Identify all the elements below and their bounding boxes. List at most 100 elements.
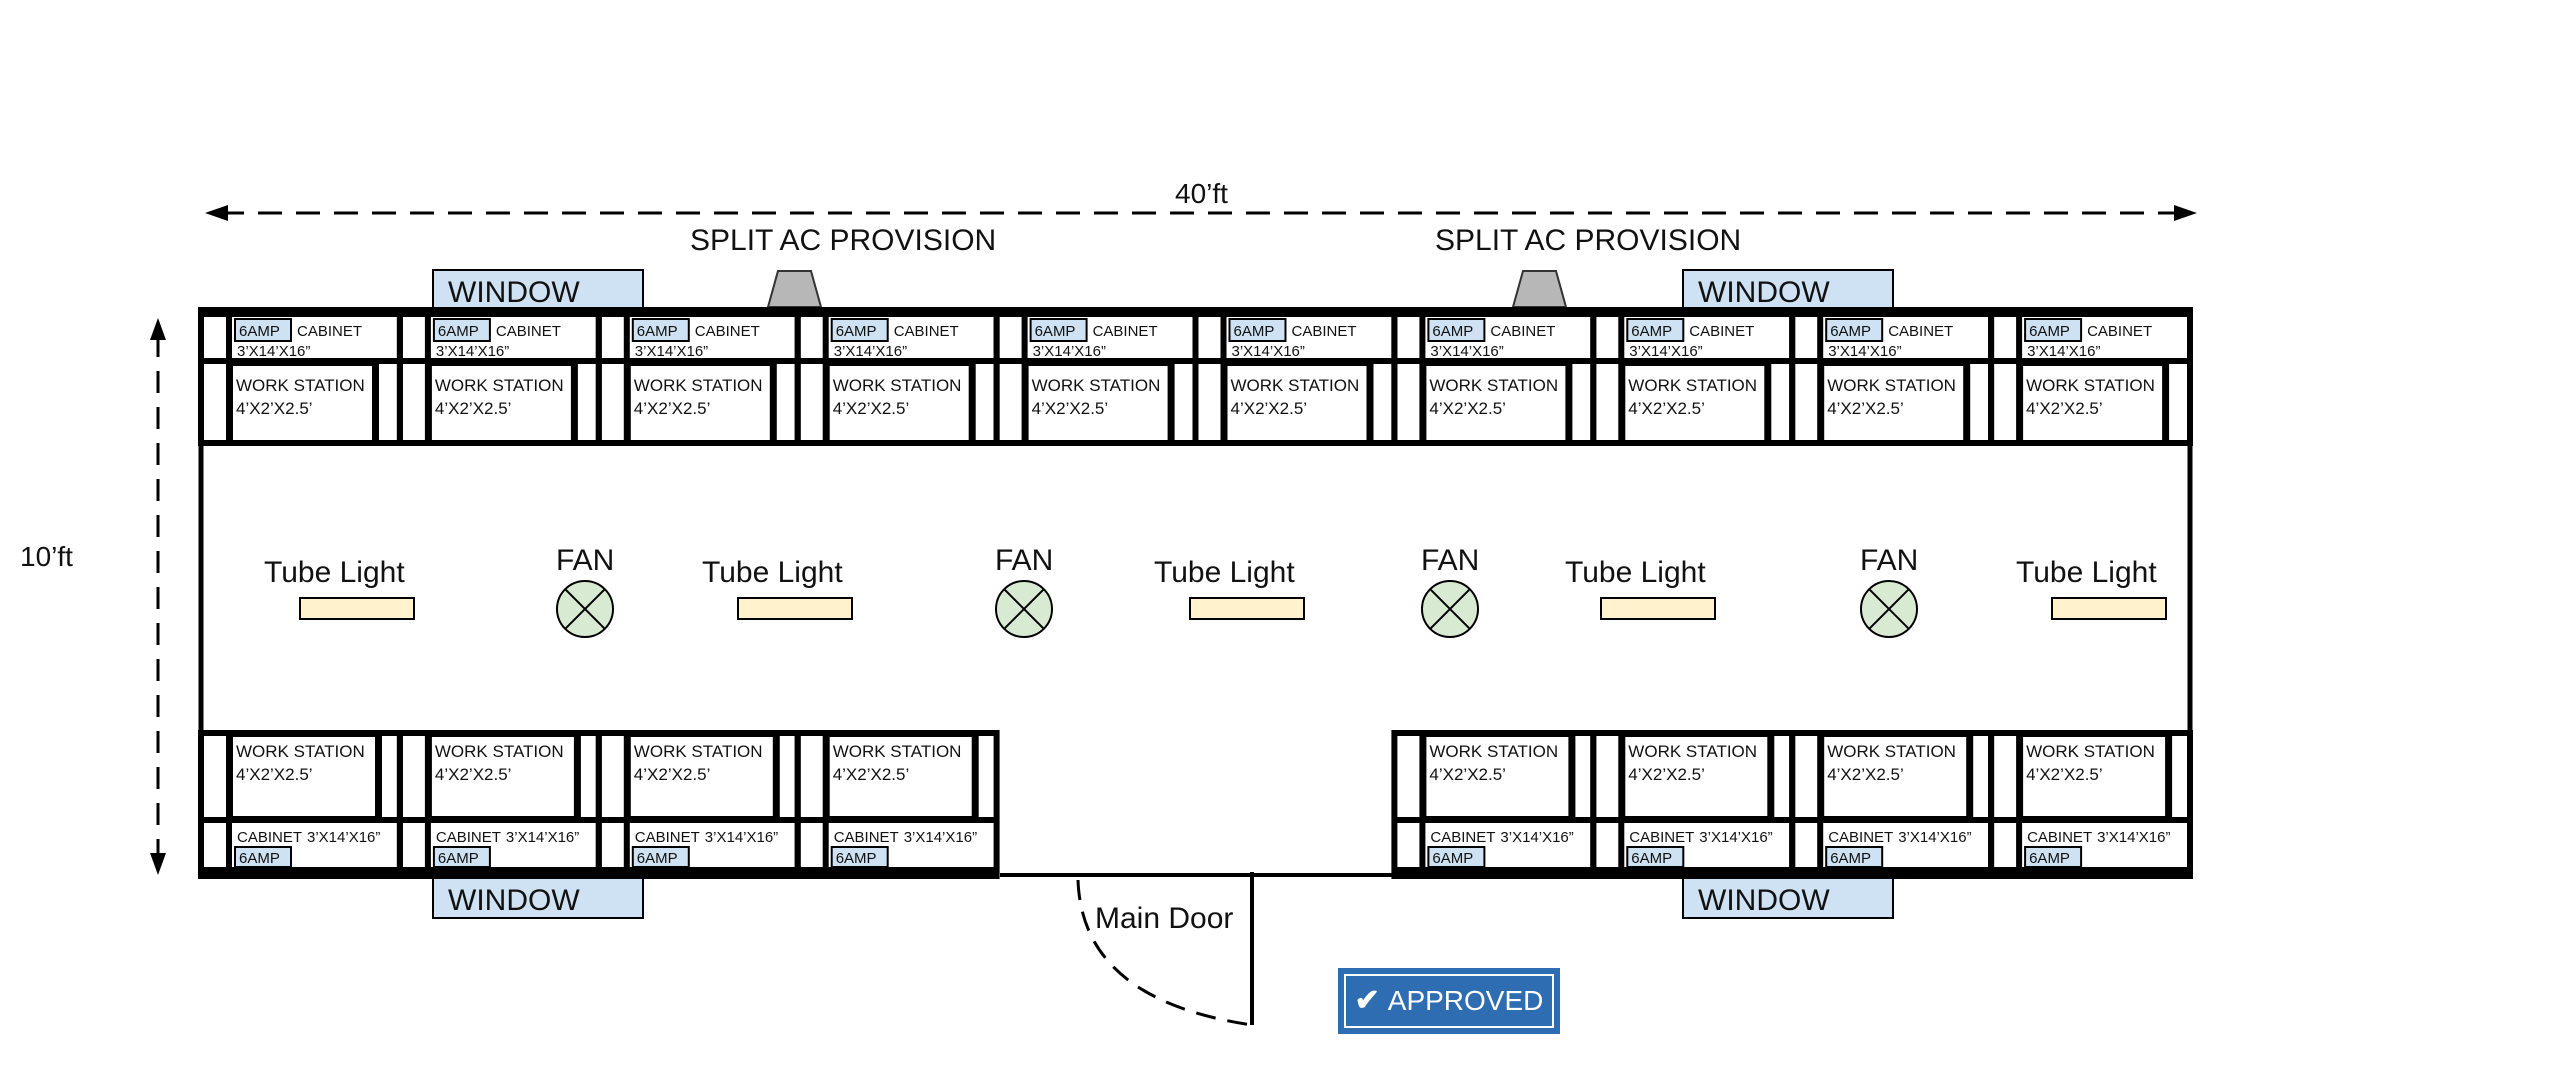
workstation-size: 4’X2’X2.5’ <box>1429 399 1506 418</box>
workstation-label: WORK STATION <box>236 376 365 395</box>
socket-label: 6AMP <box>637 323 678 340</box>
workstation <box>2021 735 2168 818</box>
cabinet-label: CABINET <box>1430 829 1495 846</box>
fan-label: FAN <box>556 544 614 577</box>
socket-label: 6AMP <box>239 850 280 867</box>
cabinet-size: 3’X14’X16” <box>2097 829 2170 846</box>
split-ac-icon <box>766 270 823 308</box>
workstation <box>1225 364 1369 442</box>
workstation-label: WORK STATION <box>1628 742 1757 761</box>
workstation <box>628 735 775 818</box>
socket-6amp <box>2024 318 2083 342</box>
socket-label: 6AMP <box>1830 323 1871 340</box>
workstation-size: 4’X2’X2.5’ <box>833 765 910 784</box>
socket-label: 6AMP <box>438 850 479 867</box>
workstation <box>1026 364 1170 442</box>
workstation-size: 4’X2’X2.5’ <box>435 399 512 418</box>
workstation-label: WORK STATION <box>2026 376 2155 395</box>
arrow-right-icon <box>2174 205 2197 221</box>
fan-label: FAN <box>1860 544 1918 577</box>
workstation-size: 4’X2’X2.5’ <box>236 399 313 418</box>
socket-6amp <box>1427 318 1486 342</box>
workstation-size: 4’X2’X2.5’ <box>2026 765 2103 784</box>
socket-label: 6AMP <box>1432 850 1473 867</box>
socket-6amp <box>1029 318 1088 342</box>
tube-light-icon <box>299 597 415 620</box>
fan-blade <box>564 588 606 630</box>
cabinet-size: 3’X14’X16” <box>834 343 907 360</box>
cabinet-label: CABINET <box>237 829 302 846</box>
socket-label: 6AMP <box>836 850 877 867</box>
workstation <box>231 735 377 818</box>
workstation-label: WORK STATION <box>435 376 564 395</box>
check-icon: ✔ <box>1354 984 1380 1017</box>
workstation-size: 4’X2’X2.5’ <box>1429 765 1506 784</box>
cabinet-size: 3’X14’X16” <box>1898 829 1971 846</box>
socket-label: 6AMP <box>637 850 678 867</box>
top-module: 6AMP CABINET 3’X14’X16” WORK STATION 4’X2’X2… <box>198 307 403 446</box>
workstation <box>1822 364 1966 442</box>
workstation-label: WORK STATION <box>2026 742 2155 761</box>
cabinet-label: CABINET <box>297 323 362 340</box>
socket-6amp <box>1825 318 1884 342</box>
window-bottom-label: WINDOW <box>1698 884 1830 917</box>
approved-badge: ✔ APPROVED <box>1338 968 1560 1034</box>
socket-6amp <box>2024 846 2083 868</box>
workstation-label: WORK STATION <box>634 376 763 395</box>
workstation-size: 4’X2’X2.5’ <box>634 399 711 418</box>
cabinet-label: CABINET <box>1629 829 1694 846</box>
workstation <box>628 364 772 442</box>
workstation-label: WORK STATION <box>1628 376 1757 395</box>
socket-6amp <box>1228 318 1287 342</box>
tube-light-icon <box>737 597 853 620</box>
socket-6amp <box>830 846 889 868</box>
workstation-label: WORK STATION <box>1429 742 1558 761</box>
approved-label: APPROVED <box>1387 985 1544 1016</box>
workstation <box>231 364 374 442</box>
workstation-size: 4’X2’X2.5’ <box>1231 399 1308 418</box>
workstation <box>429 735 576 818</box>
cabinet-size: 3’X14’X16” <box>635 343 708 360</box>
cabinet-label: CABINET <box>834 829 899 846</box>
workstation <box>2021 364 2165 442</box>
cabinet-size: 3’X14’X16” <box>1699 829 1772 846</box>
workstation-label: WORK STATION <box>1032 376 1161 395</box>
socket-label: 6AMP <box>1830 850 1871 867</box>
workstation <box>1424 735 1571 818</box>
window-bottom-label: WINDOW <box>448 884 580 917</box>
workstation-size: 4’X2’X2.5’ <box>1628 765 1705 784</box>
cabinet-label: CABINET <box>1828 829 1893 846</box>
socket-label: 6AMP <box>239 323 280 340</box>
arrow-down-icon <box>150 853 166 875</box>
split-ac-label: SPLIT AC PROVISION <box>1435 224 1741 257</box>
socket-6amp <box>830 318 889 342</box>
socket-6amp <box>631 846 690 868</box>
workstation-size: 4’X2’X2.5’ <box>1628 399 1705 418</box>
window-bottom <box>1682 877 1894 919</box>
socket-label: 6AMP <box>1234 323 1275 340</box>
socket-label: 6AMP <box>2029 323 2070 340</box>
tube-light-label: Tube Light <box>702 556 843 589</box>
workstation-size: 4’X2’X2.5’ <box>2026 399 2103 418</box>
cabinet-label: CABINET <box>2087 323 2152 340</box>
cabinet-size: 3’X14’X16” <box>237 343 310 360</box>
tube-light-label: Tube Light <box>1565 556 1706 589</box>
fan-label: FAN <box>995 544 1053 577</box>
workstation-label: WORK STATION <box>1231 376 1360 395</box>
socket-6amp <box>432 846 491 868</box>
cabinet-label: CABINET <box>894 323 959 340</box>
workstation-size: 4’X2’X2.5’ <box>1032 399 1109 418</box>
cabinet-size: 3’X14’X16” <box>1629 343 1702 360</box>
cabinet-size: 3’X14’X16” <box>307 829 380 846</box>
workstation-size: 4’X2’X2.5’ <box>833 399 910 418</box>
cabinet-size: 3’X14’X16” <box>436 343 509 360</box>
